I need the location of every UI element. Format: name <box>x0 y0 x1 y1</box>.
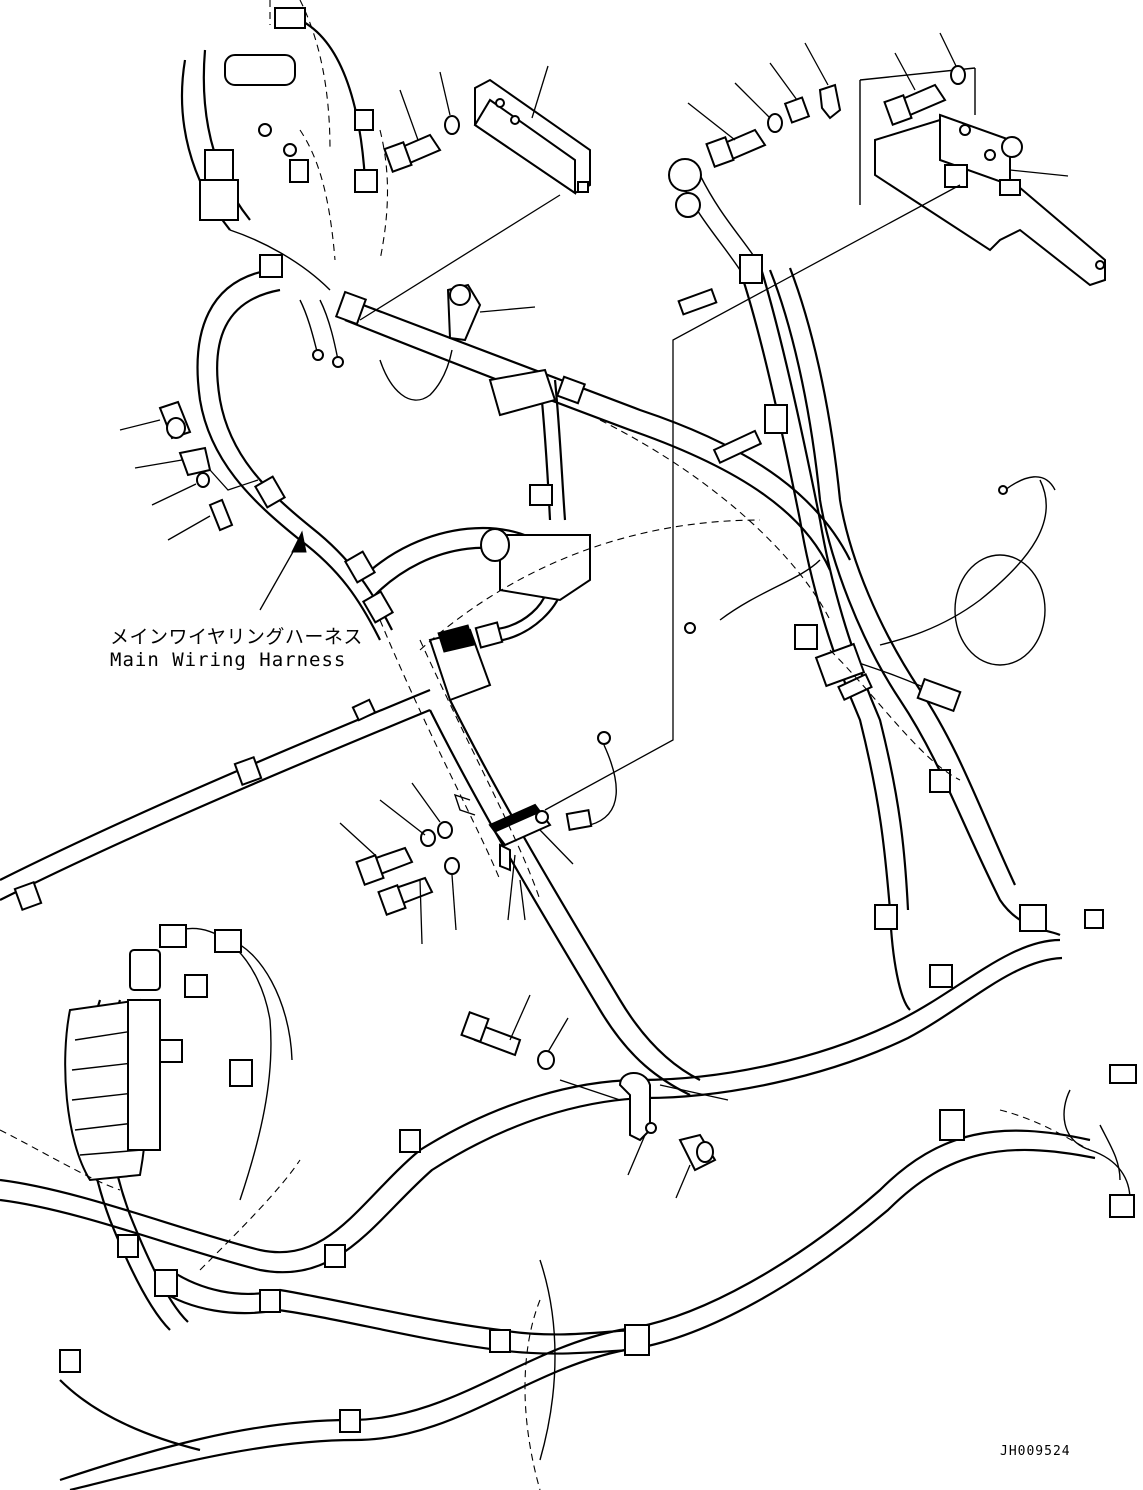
main-harness-trunk <box>0 298 851 1096</box>
harness-clips <box>13 109 1047 1433</box>
center-clamp <box>453 793 552 872</box>
upper-left-harness-loop <box>180 19 567 643</box>
fasteners <box>158 65 966 1070</box>
right-harness-branches <box>679 174 1061 1011</box>
right-bracket-assembly <box>859 67 1106 287</box>
lower-harness-assembly <box>0 927 1131 1490</box>
leader-lines <box>119 32 1069 1199</box>
ribbed-relay-block <box>64 998 161 1182</box>
upper-bracket <box>473 78 591 195</box>
harness-label-english: Main Wiring Harness <box>110 649 347 671</box>
assembly-guide-lines <box>0 0 1091 1490</box>
drawing-number: JH009524 <box>1000 1444 1071 1459</box>
lower-p-clamp <box>618 1072 717 1172</box>
harness-label-japanese: メインワイヤリングハーネス <box>110 626 363 648</box>
